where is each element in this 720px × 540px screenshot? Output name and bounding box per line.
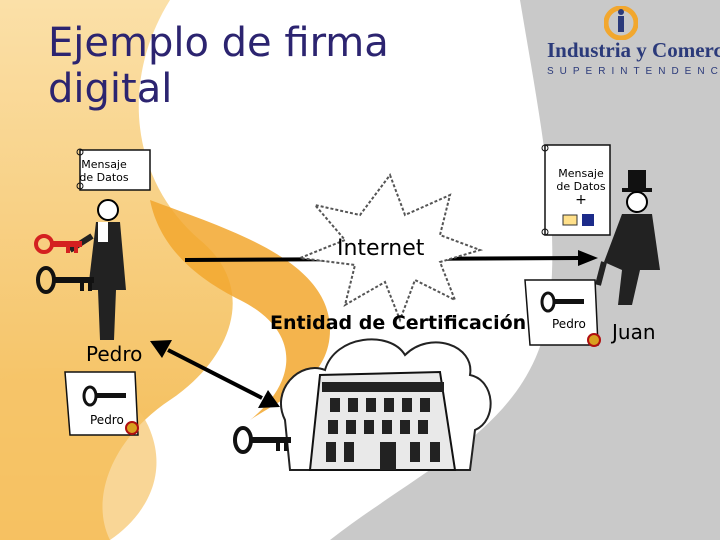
arrow-line-certification [167,348,263,400]
scroll-certificate-left-text: Pedro [90,413,124,427]
pedro-label: Pedro [86,342,143,366]
scroll-message-left-line2: de Datos [79,171,129,184]
scroll-message-right-line1: Mensaje [558,167,604,180]
juan-figure-icon [595,170,660,305]
ic-logo-icon [604,6,638,40]
plus-sign: + [575,192,587,208]
certification-entity-label: Entidad de Certificación [270,312,527,334]
scroll-message-left-text: Mensaje de Datos [78,158,130,184]
arrow-head-right [578,250,598,266]
scroll-message-right-line2: de Datos [556,180,606,193]
arrow-head-down [258,390,280,408]
public-key-icon-bottom [233,426,291,454]
logo-name: Industria y Comercio [547,38,720,62]
logo-subtitle: SUPERINTENDENCIA [547,66,720,77]
scroll-certificate-left-icon [64,371,139,436]
public-key-icon-left [36,266,94,294]
slide-title: Ejemplo de firma digital [48,20,389,112]
internet-starburst [296,172,484,323]
scroll-message-left-icon [76,148,151,191]
red-private-key-icon [34,234,82,254]
juan-label: Juan [612,320,656,344]
pedro-figure-icon [68,199,126,340]
certification-building-icon [279,338,492,471]
scroll-message-right-text: Mensaje de Datos + [555,167,607,207]
title-line-1: Ejemplo de firma [48,20,389,66]
scroll-certificate-right-text: Pedro [552,317,586,331]
scroll-message-left-line1: Mensaje [81,158,127,171]
internet-label: Internet [337,236,425,261]
scroll-message-right-icon [541,144,611,236]
scroll-certificate-right-icon [524,279,601,347]
arrow-head-left [150,340,172,358]
title-line-2: digital [48,66,173,112]
